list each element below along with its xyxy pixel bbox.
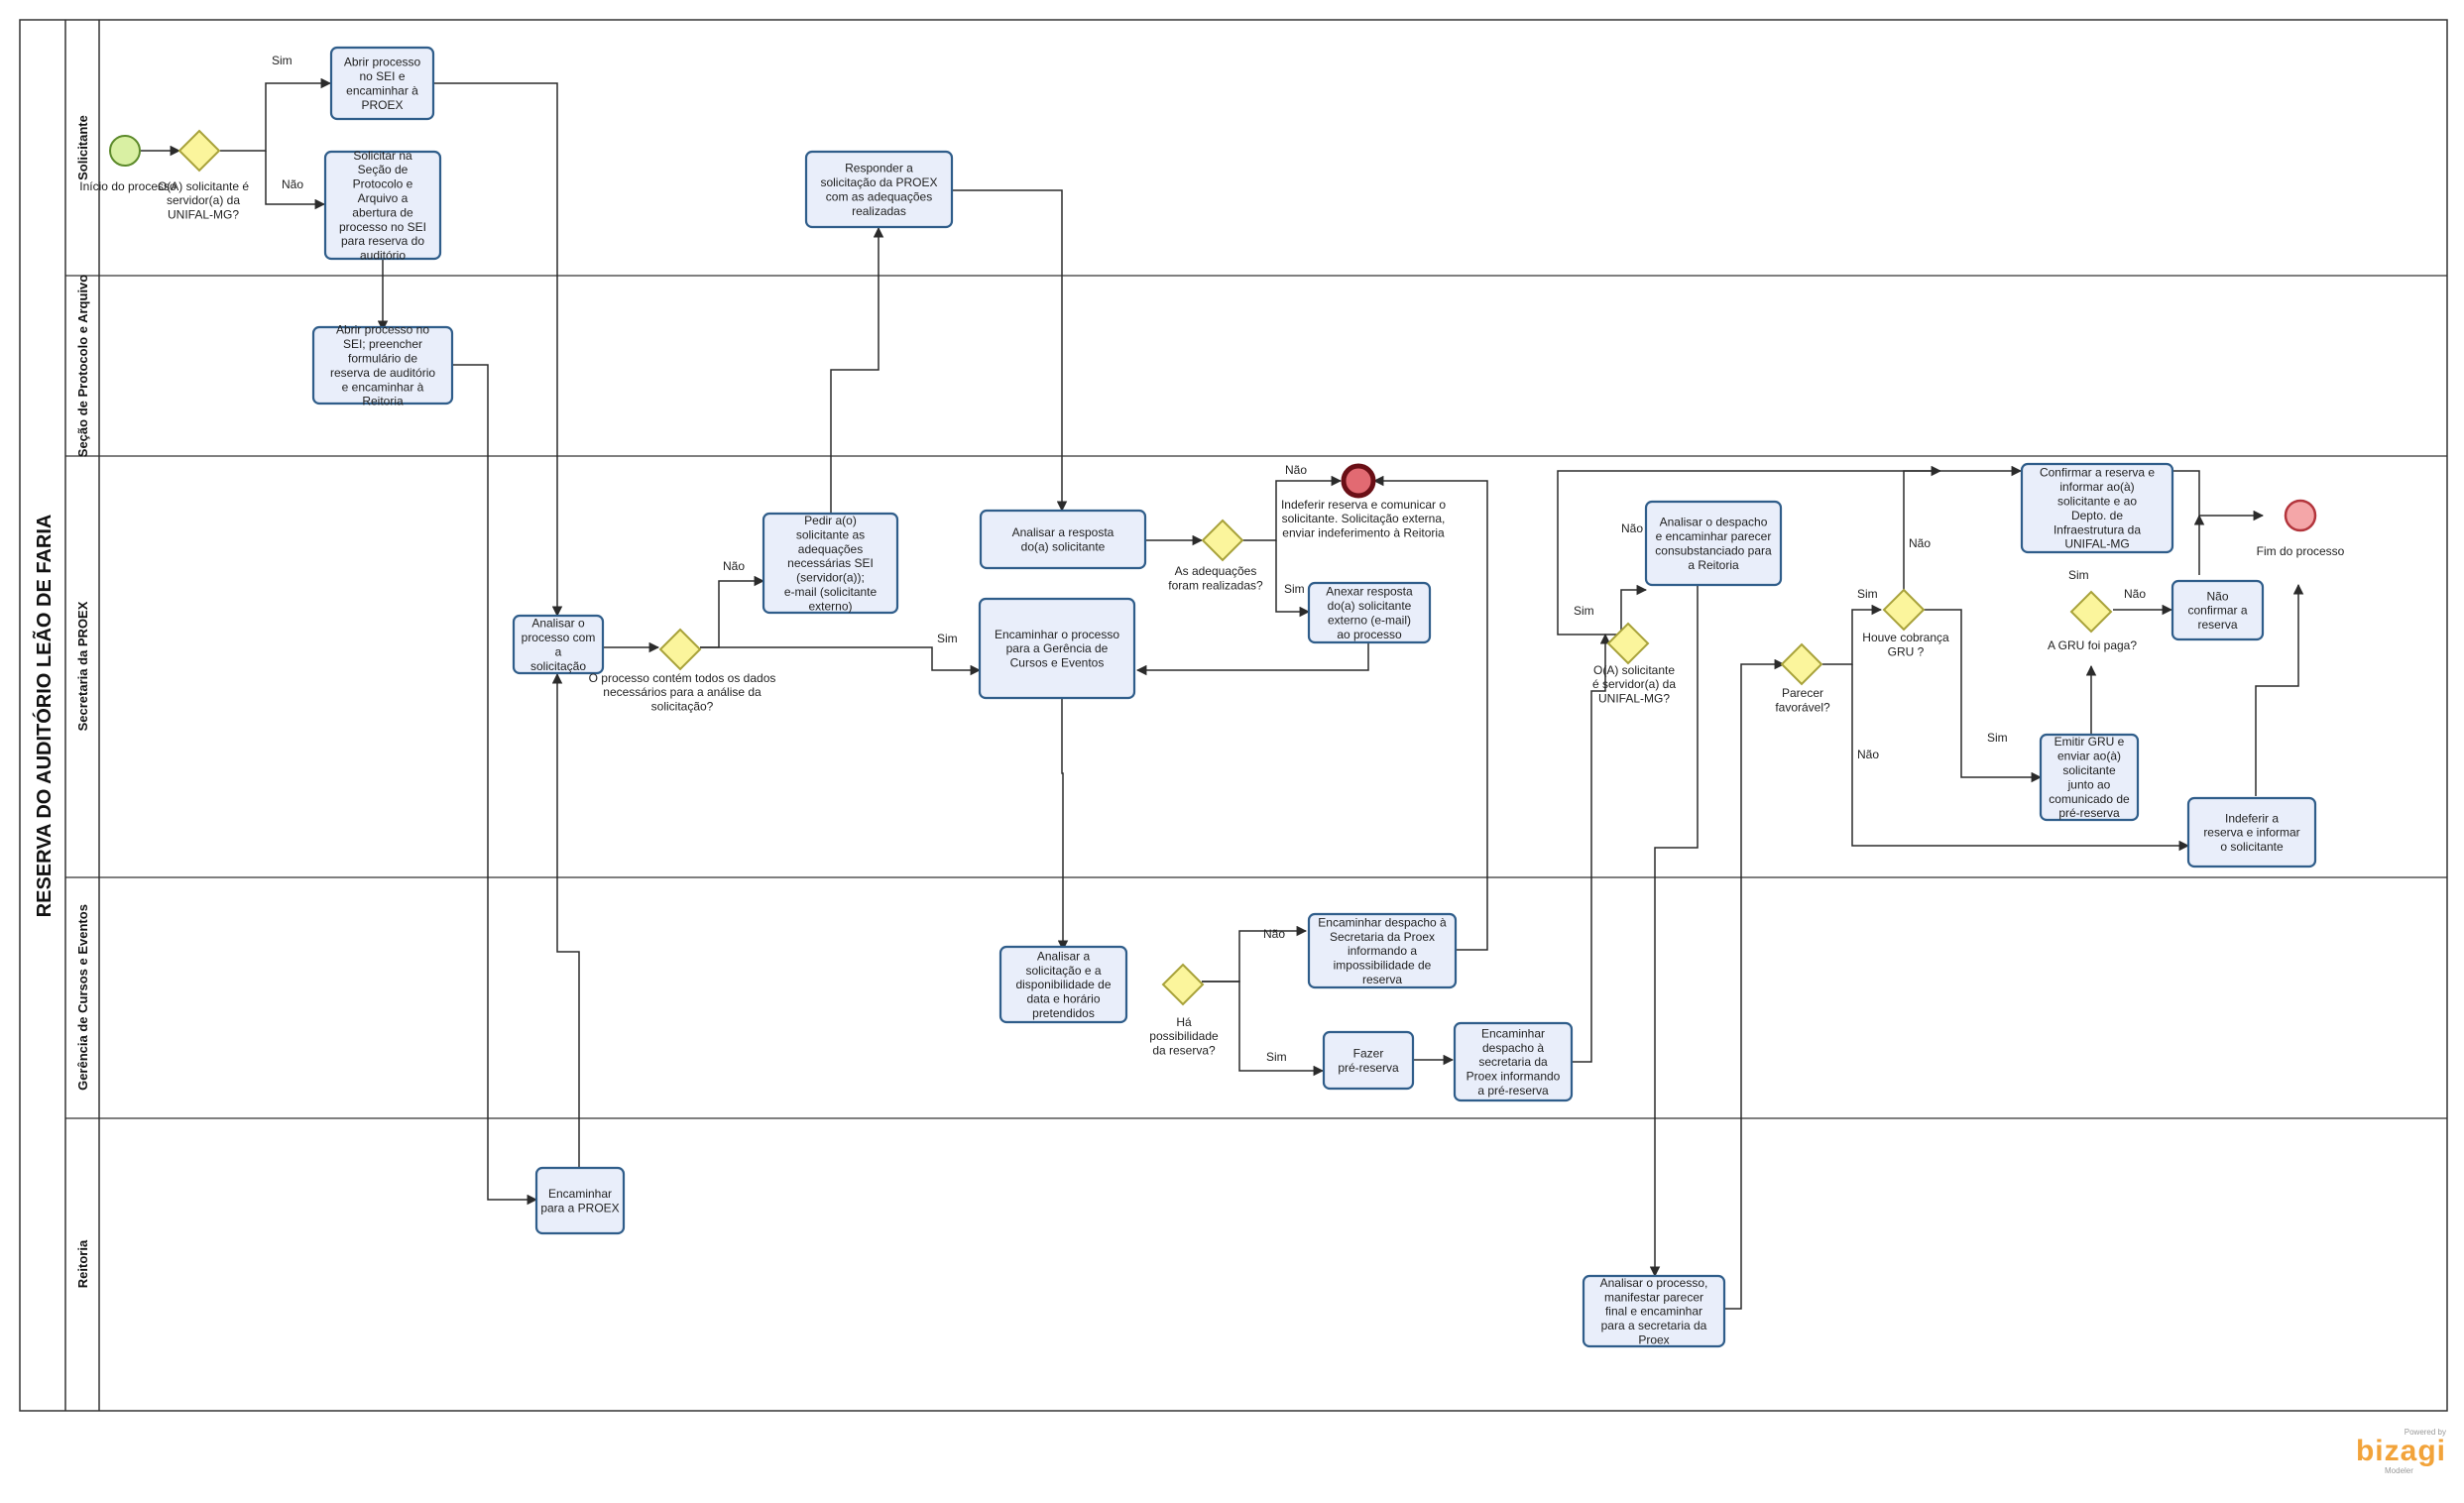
flow-label-nao: Não bbox=[1857, 748, 1879, 761]
start-event[interactable] bbox=[109, 135, 141, 167]
end-event-label: Fim do processo bbox=[2257, 544, 2345, 558]
lane-labels: Solicitante Seção de Protocolo e Arquivo… bbox=[75, 115, 90, 1288]
start-event-label: Início do processo bbox=[79, 179, 176, 193]
gateway-g2[interactable] bbox=[658, 628, 702, 671]
lane-reitoria: Reitoria bbox=[75, 1239, 90, 1288]
lane-secretaria-proex: Secretaria da PROEX bbox=[75, 601, 90, 731]
bizagi-brand: Powered by bizagi Modeler bbox=[2337, 1428, 2446, 1475]
flow-label-sim: Sim bbox=[272, 54, 293, 67]
flow-label-sim: Sim bbox=[1266, 1050, 1287, 1064]
flow-label-nao: Não bbox=[1263, 927, 1285, 941]
end-event[interactable] bbox=[2284, 499, 2317, 532]
flow-label-sim: Sim bbox=[2068, 568, 2089, 582]
brand-product: Modeler bbox=[2385, 1466, 2413, 1475]
flow-label-nao: Não bbox=[1621, 521, 1643, 535]
flow-labels: Sim Não Não Sim Não Sim Não Sim Não Sim … bbox=[272, 54, 2146, 1064]
gateway-g6[interactable] bbox=[1882, 588, 1926, 632]
sequence-flows bbox=[141, 77, 2304, 1310]
flow-label-sim: Sim bbox=[1574, 604, 1594, 618]
flow-label-nao: Não bbox=[1285, 463, 1307, 477]
gateway-g4[interactable] bbox=[1606, 622, 1650, 665]
gateway-g7[interactable] bbox=[2069, 590, 2113, 634]
gateway-g5[interactable] bbox=[1780, 642, 1823, 686]
end-event-indeferir[interactable] bbox=[1341, 463, 1376, 499]
gateway-g3[interactable] bbox=[1201, 519, 1244, 562]
brand-powered: Powered by bbox=[2404, 1428, 2446, 1437]
flow-label-sim: Sim bbox=[1857, 587, 1878, 601]
brand-logo: bizagi bbox=[2355, 1435, 2446, 1467]
pool-title: RESERVA DO AUDITÓRIO LEÃO DE FARIA bbox=[32, 515, 56, 918]
flow-label-nao: Não bbox=[1909, 536, 1931, 550]
flow-label-nao: Não bbox=[2124, 587, 2146, 601]
flow-label-nao: Não bbox=[282, 177, 303, 191]
lane-secao-protocolo: Seção de Protocolo e Arquivo bbox=[75, 275, 90, 458]
flow-label-sim: Sim bbox=[1987, 731, 2008, 745]
flow-label-sim: Sim bbox=[1284, 582, 1305, 596]
flow-label-sim: Sim bbox=[937, 632, 958, 645]
gateway-label: A GRU foi paga? bbox=[2048, 638, 2137, 652]
lane-gerencia-cursos: Gerência de Cursos e Eventos bbox=[75, 904, 90, 1091]
gateway-g8[interactable] bbox=[1161, 963, 1205, 1006]
lane-solicitante: Solicitante bbox=[75, 115, 90, 180]
flow-label-nao: Não bbox=[723, 559, 745, 573]
gateway-g1[interactable] bbox=[177, 129, 221, 173]
